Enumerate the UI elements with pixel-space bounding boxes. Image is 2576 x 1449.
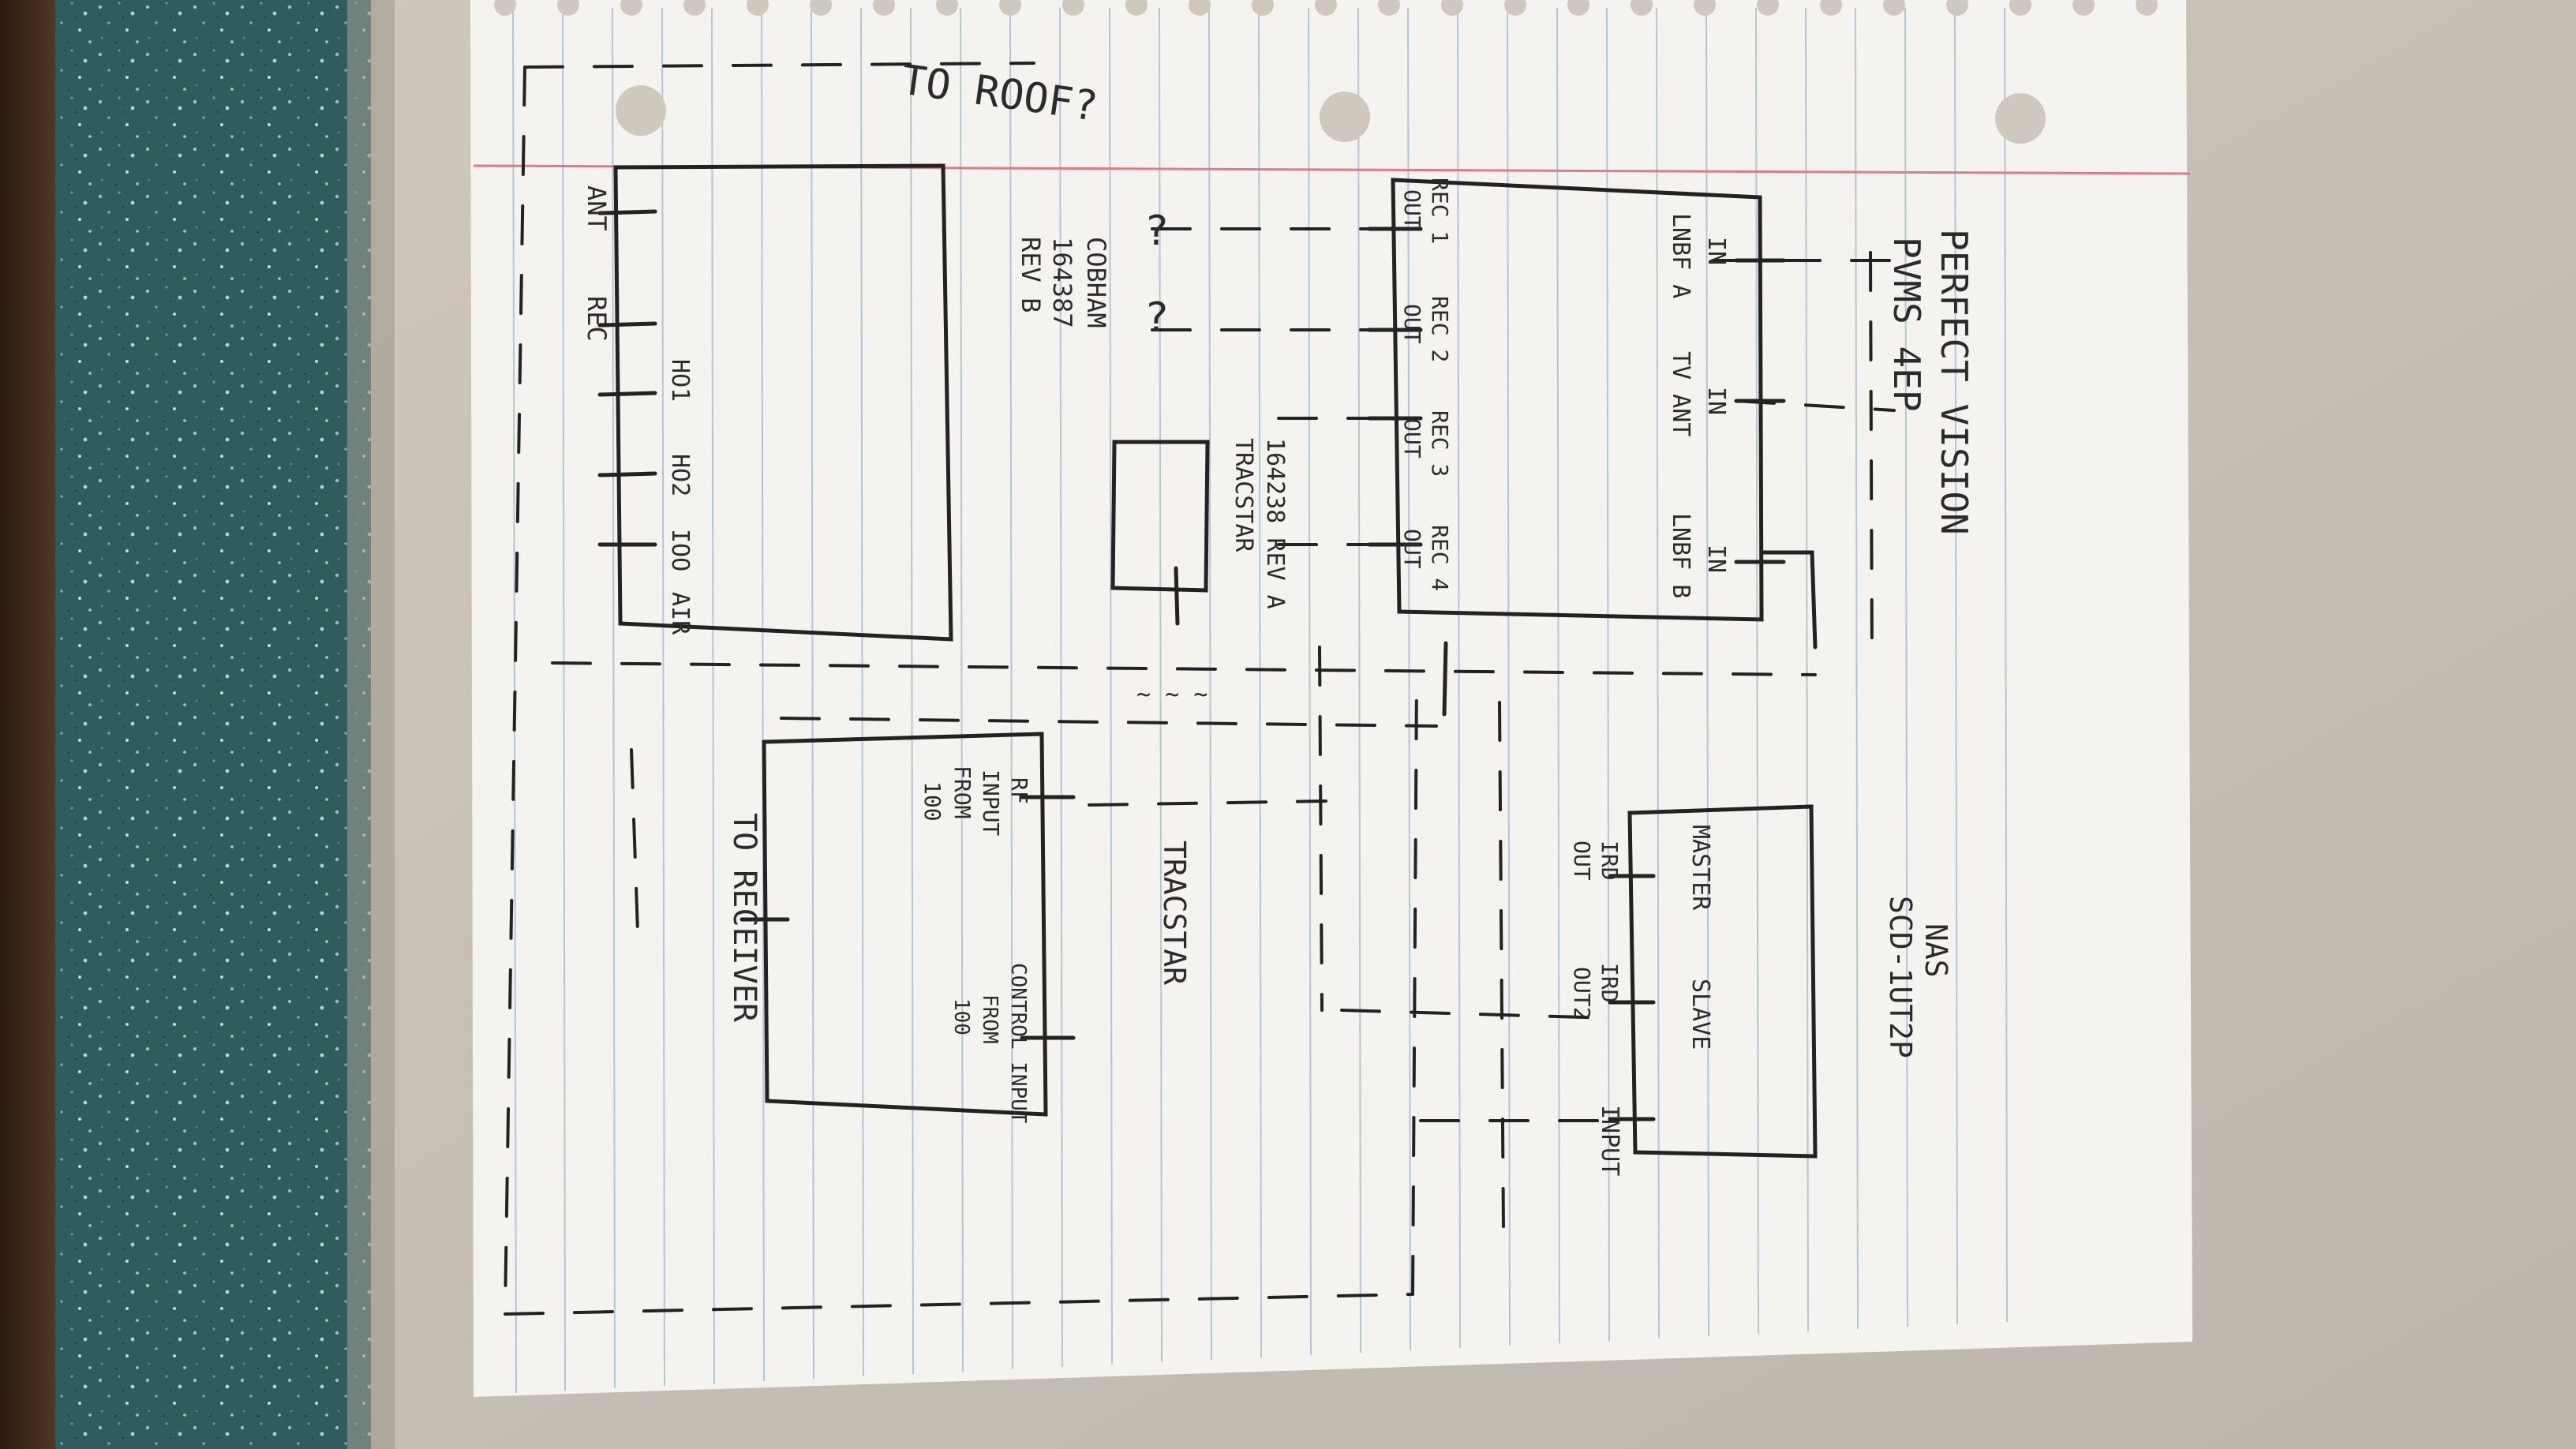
label-tracstar-small: TRACSTAR bbox=[1230, 438, 1257, 552]
label-ioo: IOO bbox=[666, 529, 694, 571]
tracstar-box bbox=[762, 732, 1048, 1117]
label-ird-out1: IRD bbox=[1597, 841, 1623, 881]
lnbf-b-cable bbox=[1759, 550, 1818, 650]
wire-right-run bbox=[1411, 677, 1418, 1296]
wire-cobham-bottom bbox=[551, 661, 1817, 676]
counter-shadow bbox=[347, 0, 395, 1449]
label-control-from: FROM bbox=[978, 994, 1002, 1044]
spiral-tear-edge bbox=[494, 0, 2158, 16]
label-rec4-out: OUT bbox=[1399, 529, 1425, 569]
port-tick bbox=[597, 321, 657, 328]
counter-edge bbox=[0, 0, 63, 1449]
cobham-box bbox=[613, 163, 953, 642]
label-ird-out2b: OUT2 bbox=[1569, 967, 1595, 1020]
port-tick bbox=[597, 471, 657, 477]
small-module-lead bbox=[1174, 566, 1180, 626]
wire-to-roof-top bbox=[523, 62, 1035, 69]
label-in-tv: IN bbox=[1702, 387, 1730, 415]
ruled-lines bbox=[512, 7, 2008, 1394]
small-module-box bbox=[1110, 440, 1210, 593]
notebook-paper bbox=[470, 0, 2192, 1397]
label-rf-input: INPUT bbox=[978, 769, 1004, 836]
port-tick bbox=[597, 209, 657, 215]
label-cobham-rev: REV B bbox=[1016, 237, 1046, 313]
label-in-a: IN bbox=[1702, 237, 1730, 265]
label-lnbf-a: LNBF A bbox=[1667, 213, 1694, 298]
label-question-1: ? bbox=[1144, 208, 1169, 255]
label-control: CONTROL INPUT bbox=[1006, 963, 1030, 1124]
label-rec1-out: OUT bbox=[1399, 189, 1425, 230]
pvms-bottom-cable bbox=[1442, 641, 1448, 717]
label-cobham-part: 164387 bbox=[1047, 237, 1077, 328]
label-nas-model: SCD-1UT2P bbox=[1883, 896, 1918, 1058]
label-in-b: IN bbox=[1702, 545, 1730, 573]
label-rf: RF bbox=[1006, 777, 1032, 804]
label-ird-out2: IRD bbox=[1597, 963, 1623, 1003]
label-pvms-model: PVMS 4EP bbox=[1885, 237, 1928, 412]
wire-right-margin bbox=[1869, 251, 1874, 665]
wire-to-receiver bbox=[630, 748, 639, 933]
label-rf-from: FROM bbox=[949, 766, 975, 818]
label-rec4: REC 4 bbox=[1427, 525, 1453, 591]
label-slave: SLAVE bbox=[1687, 979, 1714, 1050]
label-nas: NAS bbox=[1919, 923, 1953, 978]
label-rec2: REC 2 bbox=[1427, 296, 1453, 362]
label-control-100: 100 bbox=[949, 998, 973, 1035]
label-to-receiver: TO RECEIVER bbox=[726, 813, 762, 1023]
label-ho1: HO1 bbox=[666, 359, 694, 402]
label-rec: REC bbox=[582, 296, 612, 342]
granite-counter bbox=[55, 0, 371, 1449]
label-tracstar-part: 164238 REV A bbox=[1261, 438, 1289, 609]
label-rec3-out: OUT bbox=[1399, 418, 1425, 459]
wire-roof-left bbox=[504, 66, 526, 1312]
label-cobham: COBHAM bbox=[1081, 237, 1111, 328]
label-scribble: ~ ~ ~ bbox=[1136, 681, 1208, 709]
ink-drawing bbox=[597, 163, 1818, 1159]
label-ant: ANT bbox=[582, 185, 612, 231]
binder-hole-2 bbox=[1320, 92, 1370, 142]
wire-pvms-tv bbox=[1735, 399, 1896, 412]
label-rf-100: 100 bbox=[919, 781, 945, 822]
label-master: MASTER bbox=[1687, 825, 1714, 911]
pvms-box bbox=[1391, 178, 1764, 622]
label-rec2-out: OUT bbox=[1399, 304, 1425, 344]
label-pvms-title: PERFECT VISION bbox=[1933, 229, 1975, 535]
label-tv-ant: TV ANT bbox=[1667, 351, 1694, 436]
label-rec3: REC 3 bbox=[1427, 410, 1453, 477]
label-lnbf-b: LNBF B bbox=[1667, 513, 1694, 598]
wire-bottom-run bbox=[504, 1293, 1414, 1316]
label-ho2: HO2 bbox=[666, 454, 694, 496]
label-input: INPUT bbox=[1596, 1105, 1623, 1176]
label-question-2: ? bbox=[1144, 294, 1169, 342]
label-ird-out1b: OUT bbox=[1569, 841, 1595, 881]
nas-box bbox=[1627, 804, 1818, 1159]
wire-to-nas-1 bbox=[1498, 701, 1505, 1233]
port-tick bbox=[597, 391, 657, 397]
wire-to-nas-2 bbox=[1340, 1009, 1612, 1020]
label-air: AIR bbox=[666, 592, 694, 635]
dashed-wiring bbox=[504, 62, 1896, 1316]
wire-vertical-mid bbox=[1318, 646, 1324, 1012]
label-tracstar-big: TRACSTAR bbox=[1157, 841, 1192, 985]
label-rec1: REC 1 bbox=[1427, 178, 1453, 244]
binder-hole-1 bbox=[616, 85, 666, 136]
binder-hole-3 bbox=[1995, 93, 2046, 144]
